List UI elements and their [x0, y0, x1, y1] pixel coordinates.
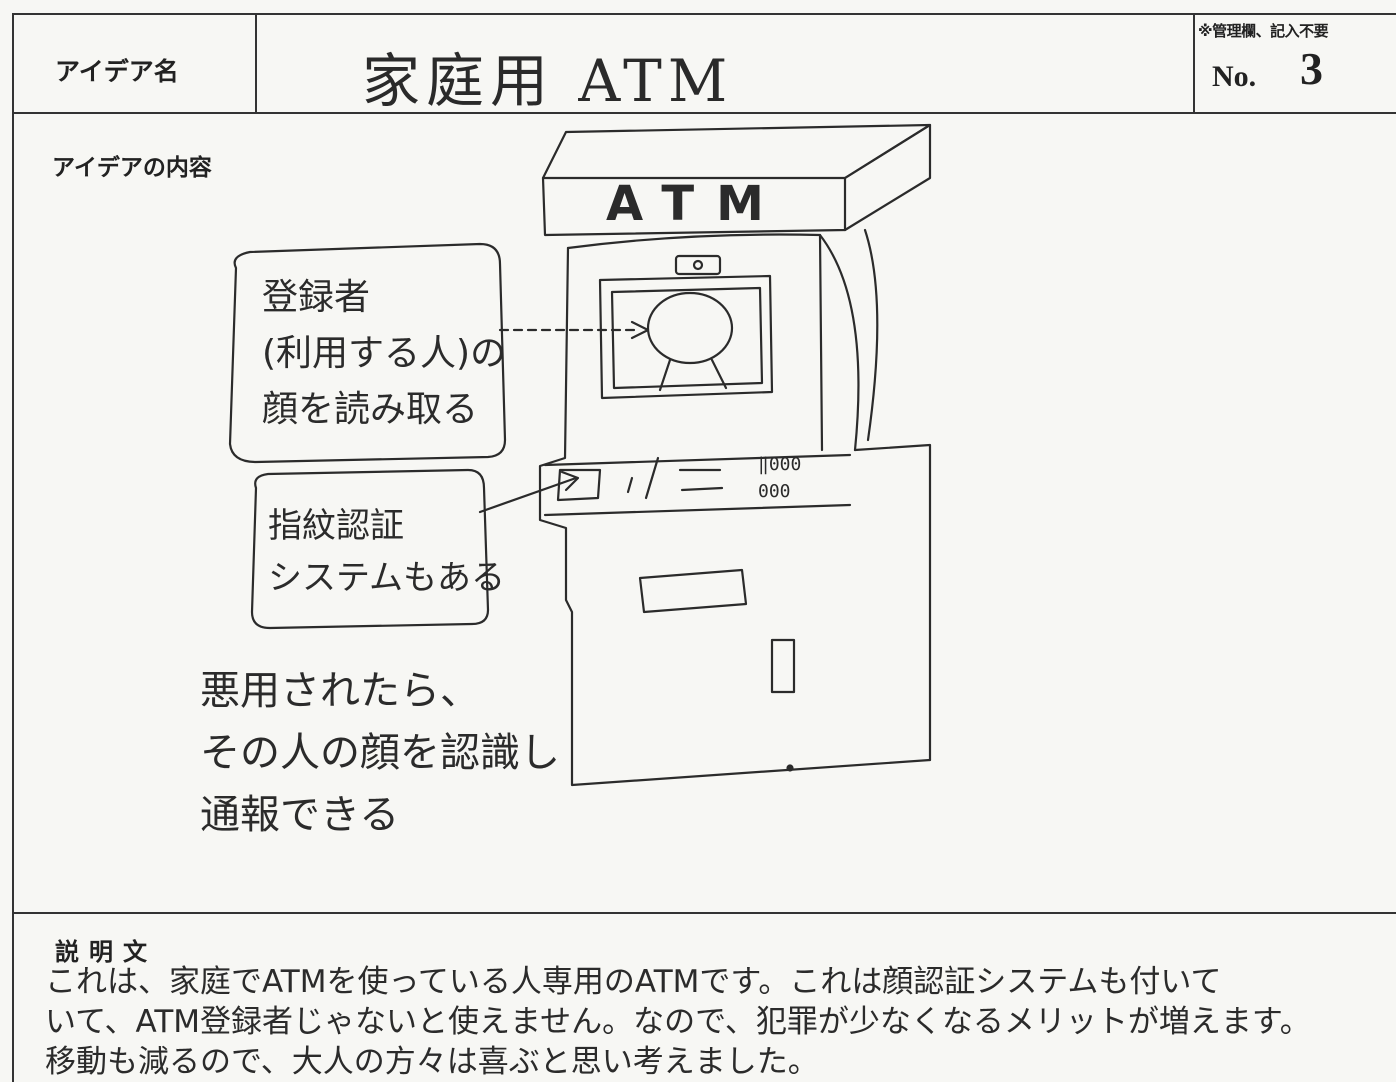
atm-sign-text: ATM [606, 176, 786, 232]
header-divider-right [1193, 13, 1195, 112]
note-line: その人の顔を認識し [200, 730, 560, 776]
description-line: いて、ATM登録者じゃないと使えません。なので、犯罪が少なくなるメリットが増えま… [45, 1004, 1311, 1040]
svg-text:000: 000 [758, 481, 791, 502]
idea-content-heading: アイデアの内容 [52, 155, 212, 181]
idea-title: 家庭用 ATM [362, 47, 734, 115]
callout-line: (利用する人)の [262, 333, 507, 374]
number-value: 3 [1300, 43, 1323, 94]
description-line: これは、家庭でATMを使っている人専用のATMです。これは顔認証システムも付いて [45, 964, 1222, 1000]
misuse-note: 悪用されたら、 その人の顔を認識し 通報できる [200, 660, 560, 846]
description-text: これは、家庭でATMを使っている人専用のATMです。これは顔認証システムも付いて… [45, 962, 1375, 1082]
note-line: 悪用されたら、 [200, 668, 480, 714]
idea-name-label: アイデア名 [55, 57, 179, 86]
note-line: 通報できる [200, 792, 400, 838]
management-note: ※管理欄、記入不要 [1198, 22, 1329, 40]
callout-line: 顔を読み取る [262, 389, 479, 430]
sheet-border [12, 13, 1396, 1082]
description-line: 移動も減るので、大人の方々は喜ぶと思い考えました。 [45, 1044, 819, 1080]
fingerprint-callout: 指紋認証 システムもある [268, 500, 505, 604]
description-heading: 説明文 [55, 938, 157, 966]
atm-sketch: ATM ‖000 000 [228, 123, 932, 787]
header-divider-left [255, 13, 257, 112]
svg-text:‖000: ‖000 [758, 454, 801, 475]
callout-line: 指紋認証 [268, 506, 404, 546]
description-divider [12, 912, 1396, 914]
face-scan-callout: 登録者 (利用する人)の 顔を読み取る [262, 270, 506, 438]
header-divider [12, 112, 1396, 114]
callout-line: 登録者 [262, 277, 371, 318]
number-label: No. [1212, 60, 1257, 93]
callout-line: システムもある [268, 558, 505, 598]
